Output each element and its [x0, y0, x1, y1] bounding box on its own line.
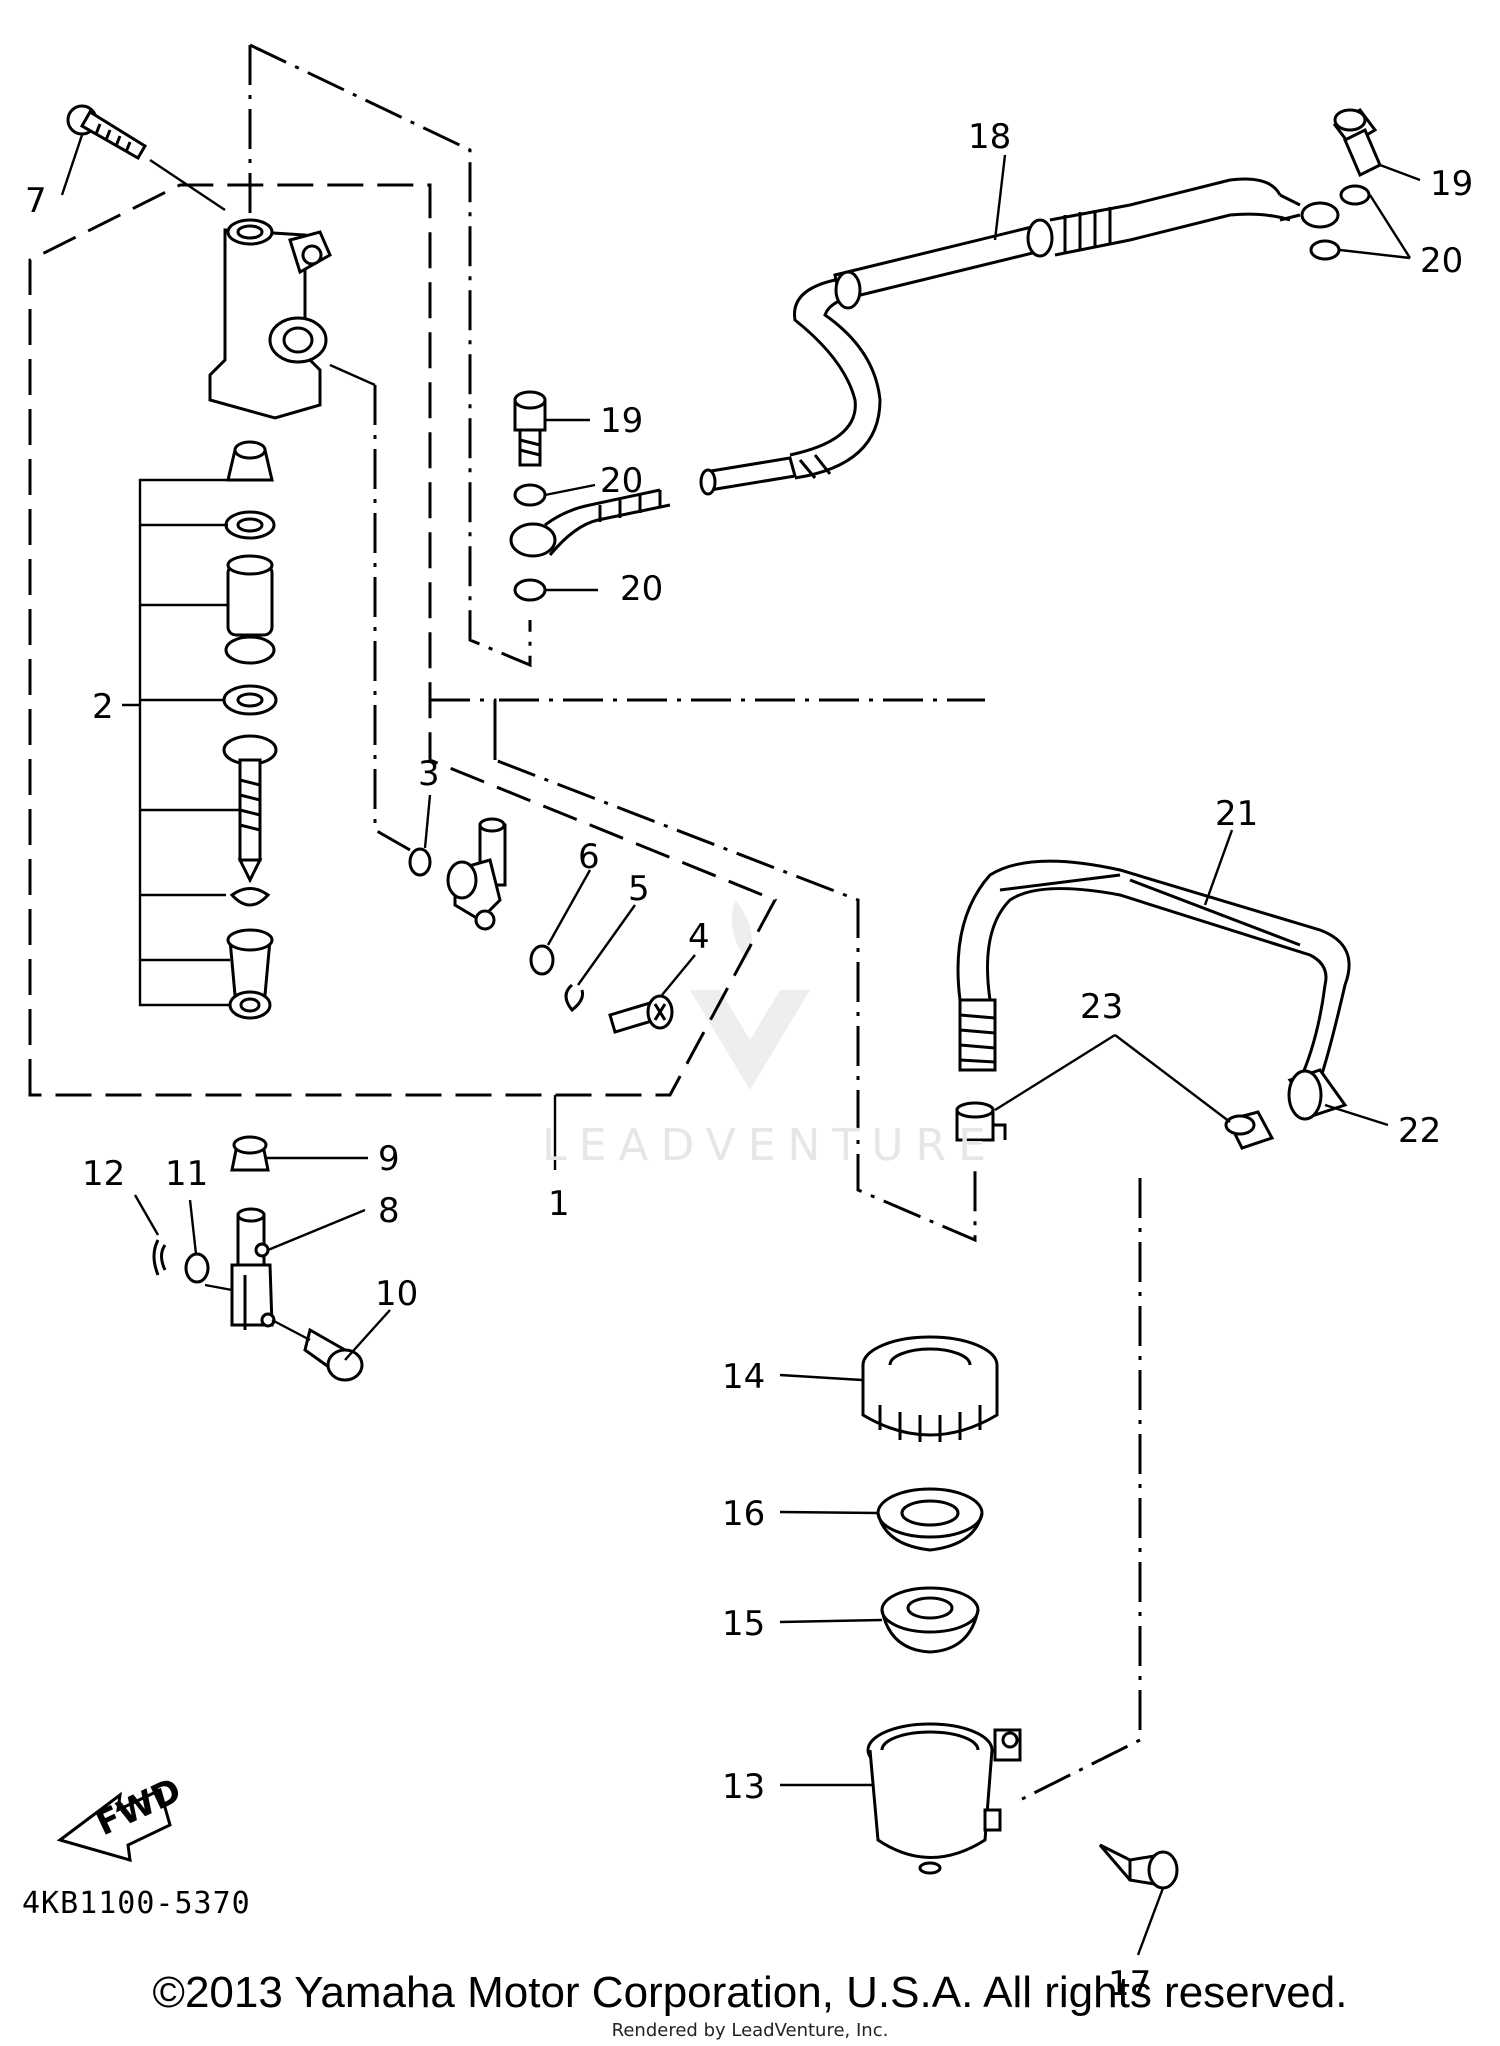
leader-11 — [188, 1199, 198, 1255]
piston-kit-2 — [222, 440, 278, 1020]
callout-20-mid-top: 20 — [600, 461, 643, 501]
bolt-7 — [66, 104, 148, 161]
leader-4 — [661, 954, 696, 996]
callout-20-mid-bottom: 20 — [620, 569, 663, 609]
master-cylinder-body — [208, 218, 332, 420]
leader-15 — [779, 1618, 883, 1624]
callout-8: 8 — [378, 1191, 400, 1231]
callout-9: 9 — [378, 1139, 400, 1179]
assembly-1-frame — [28, 183, 778, 1097]
leader-19-right — [1379, 163, 1421, 182]
leader-17 — [1136, 1887, 1165, 1956]
clevis-assembly — [152, 1135, 364, 1382]
callout-22: 22 — [1398, 1111, 1441, 1151]
leader-12 — [133, 1194, 160, 1236]
callout-18: 18 — [968, 117, 1011, 157]
rendered-by-notice: Rendered by LeadVenture, Inc. — [611, 2020, 889, 2041]
leader-6 — [546, 869, 592, 946]
callout-12: 12 — [82, 1154, 125, 1194]
copyright-notice: ©2013 Yamaha Motor Corporation, U.S.A. A… — [152, 1968, 1348, 2017]
leader-21 — [1203, 829, 1234, 906]
hose-18-arrow-line — [993, 154, 1007, 241]
leader-23 — [994, 1033, 1231, 1123]
washer-20-mid-top — [513, 483, 547, 507]
watermark-logo — [690, 900, 810, 1090]
leader-14 — [779, 1373, 863, 1382]
reservoir-hose-frame — [249, 43, 532, 668]
connector-frame — [430, 698, 977, 1243]
washer-20-right-bottom — [1309, 239, 1341, 261]
screw-17 — [1098, 1843, 1179, 1890]
leader-10 — [344, 1309, 391, 1361]
banjo-bolt-19-mid — [513, 390, 547, 467]
connector-dashdot — [373, 385, 411, 852]
brake-hose-18 — [509, 177, 1340, 558]
watermark-text: LEADVENTURE — [542, 1120, 998, 1171]
washer-20-mid-bottom — [513, 578, 547, 602]
callout-14: 14 — [722, 1357, 765, 1397]
leader-8 — [267, 1208, 366, 1252]
banjo-bolt-19-right — [1332, 108, 1382, 178]
reservoir-frame — [1019, 1178, 1142, 1802]
leader-3 — [423, 794, 432, 849]
callout-19-mid: 19 — [600, 401, 643, 441]
banjo-frame — [493, 698, 985, 760]
fwd-arrow-icon: FWD — [56, 1770, 187, 1863]
callout-5: 5 — [628, 869, 650, 909]
washer-20-right-top — [1339, 184, 1371, 206]
callout-17: 17 — [1108, 1964, 1151, 2004]
leader-22 — [1324, 1103, 1389, 1127]
diagram-code: 4KB1100-5370 — [22, 1886, 251, 1921]
diaphragm-16 — [876, 1487, 984, 1552]
callout-23: 23 — [1080, 987, 1123, 1027]
callout-4: 4 — [688, 917, 710, 957]
hose-joint — [408, 817, 674, 1034]
callout-7: 7 — [25, 181, 47, 221]
callout-6: 6 — [578, 837, 600, 877]
callout-3: 3 — [418, 754, 440, 794]
callout-19-right: 19 — [1430, 164, 1473, 204]
callout-10: 10 — [375, 1274, 418, 1314]
callout-2: 2 — [92, 687, 114, 727]
leader-7b — [149, 159, 226, 211]
callout-1: 1 — [548, 1184, 570, 1224]
leader-16 — [779, 1510, 879, 1515]
connector-line — [329, 363, 376, 387]
pin-dashdot — [271, 1318, 311, 1342]
reservoir-13 — [866, 1722, 1022, 1875]
callout-20-right: 20 — [1420, 241, 1463, 281]
clamp-23-left — [955, 1101, 1007, 1142]
clamp-23-right — [1224, 1110, 1275, 1150]
reservoir-cap-14 — [861, 1335, 999, 1442]
callout-15: 15 — [722, 1604, 765, 1644]
leader-7 — [60, 134, 84, 196]
callout-11: 11 — [165, 1154, 208, 1194]
callout-21: 21 — [1215, 794, 1258, 834]
callout-16: 16 — [722, 1494, 765, 1534]
leader-20-right — [1339, 194, 1412, 260]
clevis-dashdot — [204, 1283, 233, 1292]
reservoir-hose-21 — [956, 859, 1351, 1121]
bracket-2 — [138, 478, 240, 1007]
plate-15 — [880, 1586, 980, 1654]
callout-13: 13 — [722, 1767, 765, 1807]
leader-5 — [577, 904, 636, 986]
leader-20-mid-top — [544, 483, 596, 497]
